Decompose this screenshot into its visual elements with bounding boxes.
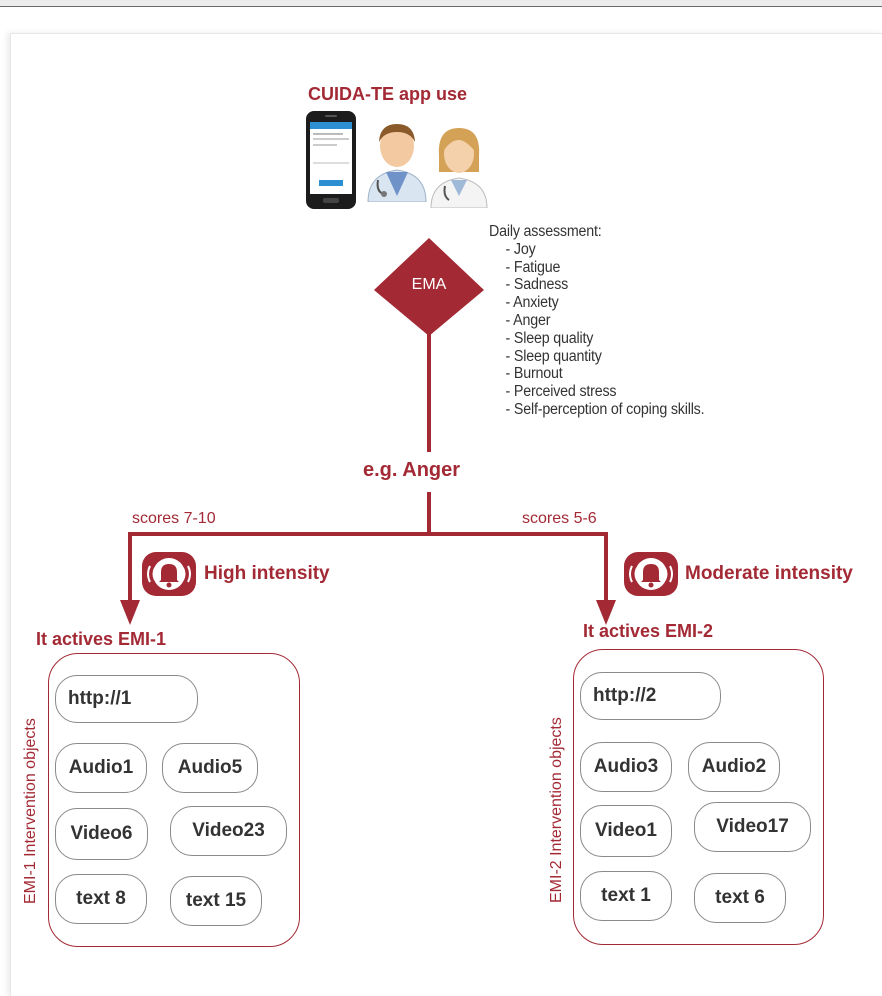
intervention-object[interactable]: http://1	[55, 675, 198, 723]
window-top-border	[0, 0, 882, 7]
example-label: e.g. Anger	[363, 459, 461, 481]
assessment-item: Burnout	[506, 365, 705, 383]
assessment-item: Perceived stress	[506, 383, 705, 401]
intervention-object[interactable]: text 6	[694, 873, 786, 923]
assessment-item: Fatigue	[506, 259, 705, 277]
left-branch-line	[128, 532, 429, 604]
assessment-item: Sleep quantity	[506, 348, 705, 366]
assessment-item: Self-perception of coping skills.	[506, 401, 705, 419]
intervention-object[interactable]: Audio3	[580, 742, 672, 792]
intervention-object[interactable]: http://2	[580, 672, 721, 720]
ema-label: EMA	[411, 276, 447, 293]
moderate-intensity-label: Moderate intensity	[685, 563, 853, 584]
smartphone-icon	[306, 111, 356, 209]
emi1-activation-label: It actives EMI-1	[36, 629, 167, 649]
assessment-item: Sadness	[506, 276, 705, 294]
emi2-activation-label: It actives EMI-2	[583, 621, 714, 641]
left-score-label: scores 7-10	[132, 510, 216, 527]
assessment-heading: Daily assessment:	[489, 223, 602, 240]
page-title: CUIDA-TE app use	[308, 84, 468, 104]
assessment-item: Anxiety	[506, 294, 705, 312]
intervention-object[interactable]: Audio2	[688, 742, 780, 792]
intervention-object[interactable]: Video23	[170, 806, 287, 856]
assessment-item: Sleep quality	[506, 330, 705, 348]
intervention-object[interactable]: Video17	[694, 802, 811, 852]
intervention-object[interactable]: Audio5	[162, 743, 258, 793]
intervention-object[interactable]: text 8	[55, 874, 147, 924]
intervention-object[interactable]: Audio1	[55, 743, 147, 793]
male-doctor-icon	[367, 124, 427, 202]
emi1-vertical-label: EMI-1 Intervention objects	[22, 718, 39, 904]
alarm-bell-icon	[624, 552, 678, 596]
intervention-object[interactable]: Video6	[55, 808, 148, 860]
emi2-vertical-label: EMI-2 Intervention objects	[548, 717, 565, 903]
daily-assessment-list: Daily assessment: Joy Fatigue Sadness An…	[489, 223, 705, 419]
assessment-item: Anger	[506, 312, 705, 330]
right-branch-line	[429, 532, 608, 604]
female-doctor-icon	[430, 128, 488, 208]
intervention-object[interactable]: Video1	[580, 805, 672, 857]
right-arrow-head	[596, 600, 616, 625]
high-intensity-label: High intensity	[204, 563, 330, 584]
left-arrow-head	[120, 600, 140, 625]
assessment-item: Joy	[506, 241, 705, 259]
intervention-object[interactable]: text 15	[170, 876, 262, 926]
alarm-bell-icon	[142, 552, 196, 596]
ema-diamond	[374, 238, 484, 336]
intervention-object[interactable]: text 1	[580, 871, 672, 921]
right-score-label: scores 5-6	[522, 510, 597, 527]
